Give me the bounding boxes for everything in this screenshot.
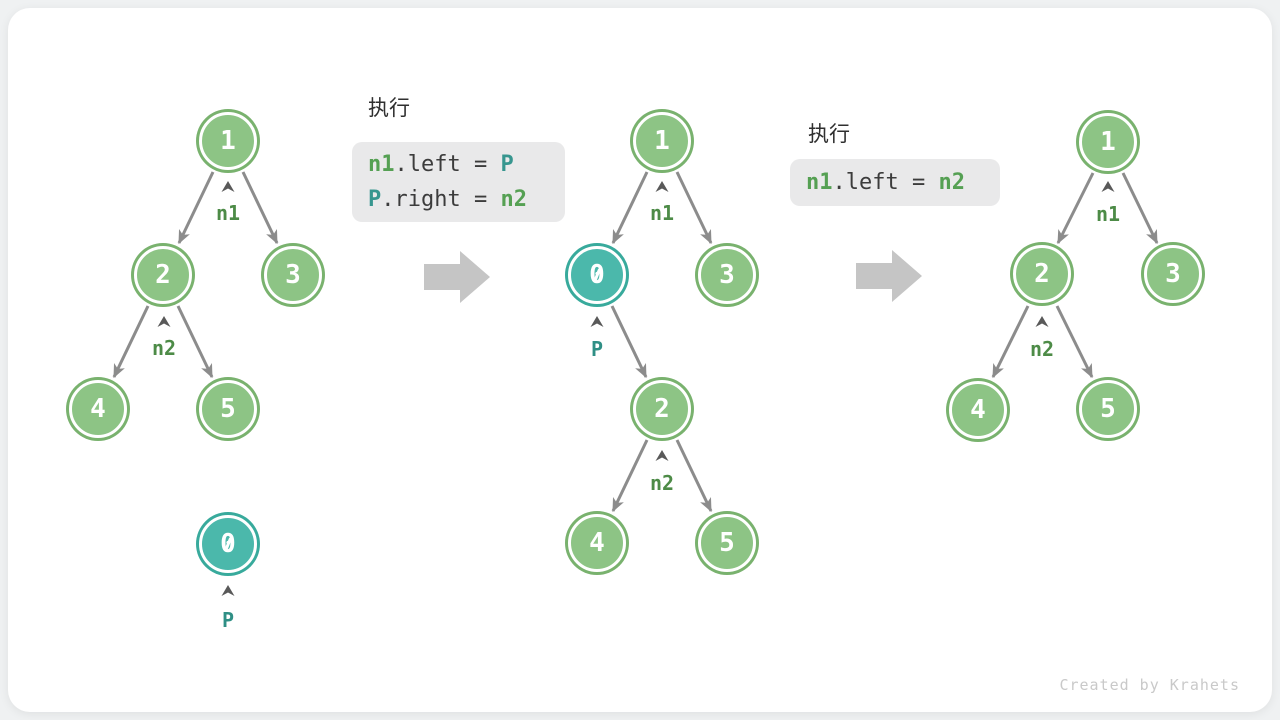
tree-node: 2	[633, 380, 691, 438]
code-token-mid: .right =	[381, 187, 501, 212]
tree-node: 2	[134, 246, 192, 304]
code-line: n1.left = n2	[806, 165, 984, 200]
node-value: 4	[589, 528, 605, 558]
code-token-mid: .left =	[394, 152, 501, 177]
node-value: 2	[654, 394, 670, 424]
pointer-label-n2: n2	[1029, 337, 1055, 361]
code-token-n1: n1	[368, 152, 395, 177]
node-value: 1	[1100, 127, 1116, 157]
code-token-n2: n2	[938, 170, 965, 195]
node-value: 3	[1165, 259, 1181, 289]
code-token-n1: n1	[806, 170, 833, 195]
tree-node: 1	[199, 112, 257, 170]
tree-node: 4	[69, 380, 127, 438]
node-value: 2	[155, 260, 171, 290]
code-token-p: P	[500, 152, 514, 177]
pointer-label-n2: n2	[649, 471, 675, 495]
tree-node-p: 0	[199, 515, 257, 573]
diagram-card	[8, 8, 1272, 712]
execute-label: 执行	[808, 123, 850, 146]
tree-node-p: 0	[568, 246, 626, 304]
node-value: 2	[1034, 259, 1050, 289]
pointer-label-p: P	[590, 337, 604, 361]
code-line: P.right = n2	[368, 182, 549, 217]
node-value: 5	[719, 528, 735, 558]
pointer-label-n1: n1	[1095, 202, 1121, 226]
node-value: 3	[285, 260, 301, 290]
node-value: 5	[220, 394, 236, 424]
tree-node: 1	[633, 112, 691, 170]
pointer-label-n1: n1	[649, 201, 675, 225]
code-box-1: n1.left = P P.right = n2	[352, 142, 565, 222]
watermark: Created by Krahets	[1059, 676, 1240, 694]
code-token-p: P	[368, 187, 382, 212]
node-value: 5	[1100, 394, 1116, 424]
tree-node: 5	[199, 380, 257, 438]
node-value: 1	[220, 126, 236, 156]
pointer-label-n2: n2	[151, 336, 177, 360]
execute-label: 执行	[368, 97, 410, 120]
tree-node: 5	[1079, 380, 1137, 438]
tree-node: 1	[1079, 113, 1137, 171]
tree-node: 5	[698, 514, 756, 572]
code-token-mid: .left =	[832, 170, 939, 195]
tree-node: 3	[698, 246, 756, 304]
tree-node: 4	[949, 381, 1007, 439]
code-line: n1.left = P	[368, 147, 549, 182]
node-value: 4	[90, 394, 106, 424]
tree-node: 3	[1144, 245, 1202, 303]
code-token-n2: n2	[500, 187, 527, 212]
node-value: 1	[654, 126, 670, 156]
tree-node: 3	[264, 246, 322, 304]
tree-node: 2	[1013, 245, 1071, 303]
pointer-label-p: P	[221, 608, 235, 632]
pointer-label-n1: n1	[215, 201, 241, 225]
tree-node: 4	[568, 514, 626, 572]
node-value: 4	[970, 395, 986, 425]
node-value: 3	[719, 260, 735, 290]
code-box-2: n1.left = n2	[790, 159, 1000, 206]
